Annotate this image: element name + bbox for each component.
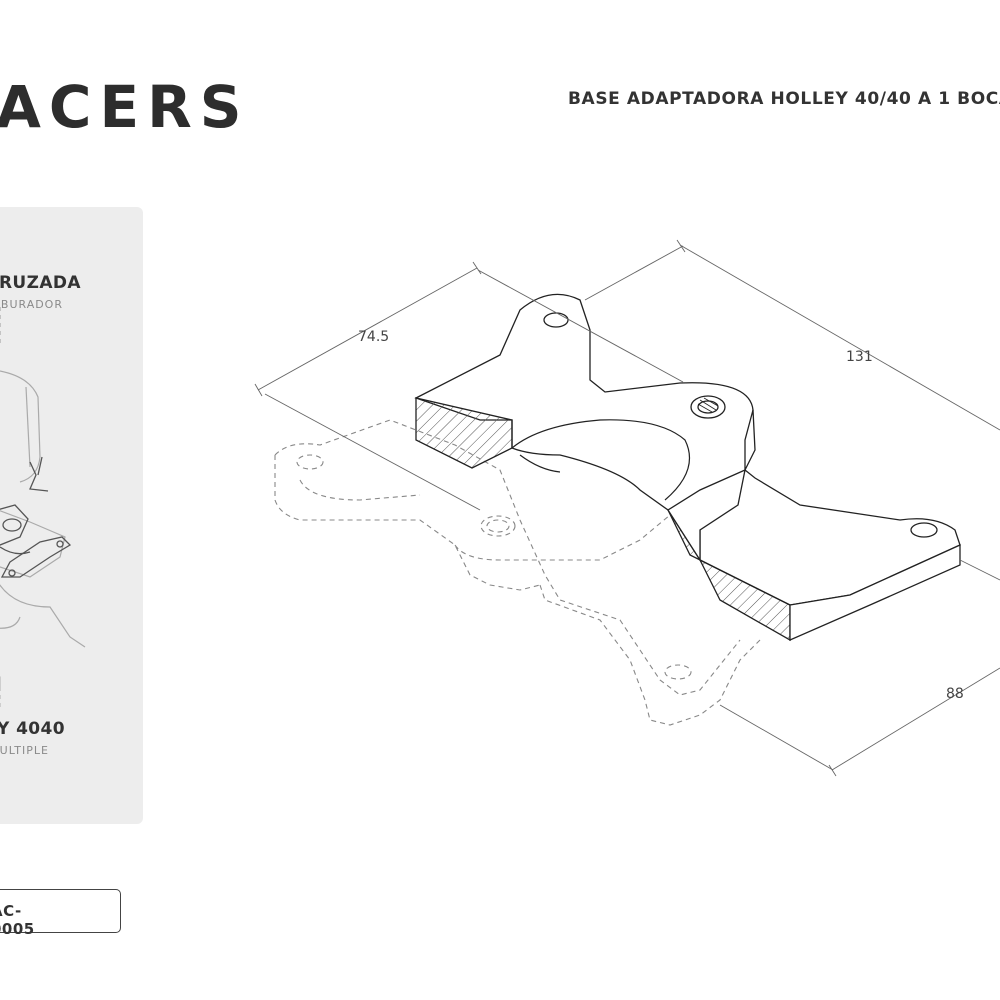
part-code: AC-0005 [0, 902, 35, 938]
panel-bottom-sublabel: MULTIPLE [0, 744, 49, 757]
page-title: BASE ADAPTADORA HOLLEY 40/40 A 1 BOCA [568, 89, 1000, 109]
mounting-holes [543, 312, 938, 538]
threaded-hole-icon [697, 397, 719, 413]
center-bore [511, 419, 691, 501]
dimension-depth-label: 88 [946, 686, 964, 702]
dimension-length-label: 131 [846, 349, 873, 365]
panel-top-label: CRUZADA [0, 273, 81, 293]
panel-assembly-drawing [0, 307, 86, 707]
part-code-box: AC-0005 [0, 889, 121, 938]
brand-logo: ACERS [0, 73, 250, 141]
dimension-lines [254, 239, 1000, 777]
panel-bottom-label: HOLLEY 4040 [0, 719, 65, 739]
panel-top-sublabel: CARBURADOR [0, 298, 63, 311]
dimension-width-label: 74.5 [358, 329, 389, 345]
side-panel: CRUZADA CARBURADOR HOLLEY 4040 MULTIPLE [0, 207, 143, 824]
